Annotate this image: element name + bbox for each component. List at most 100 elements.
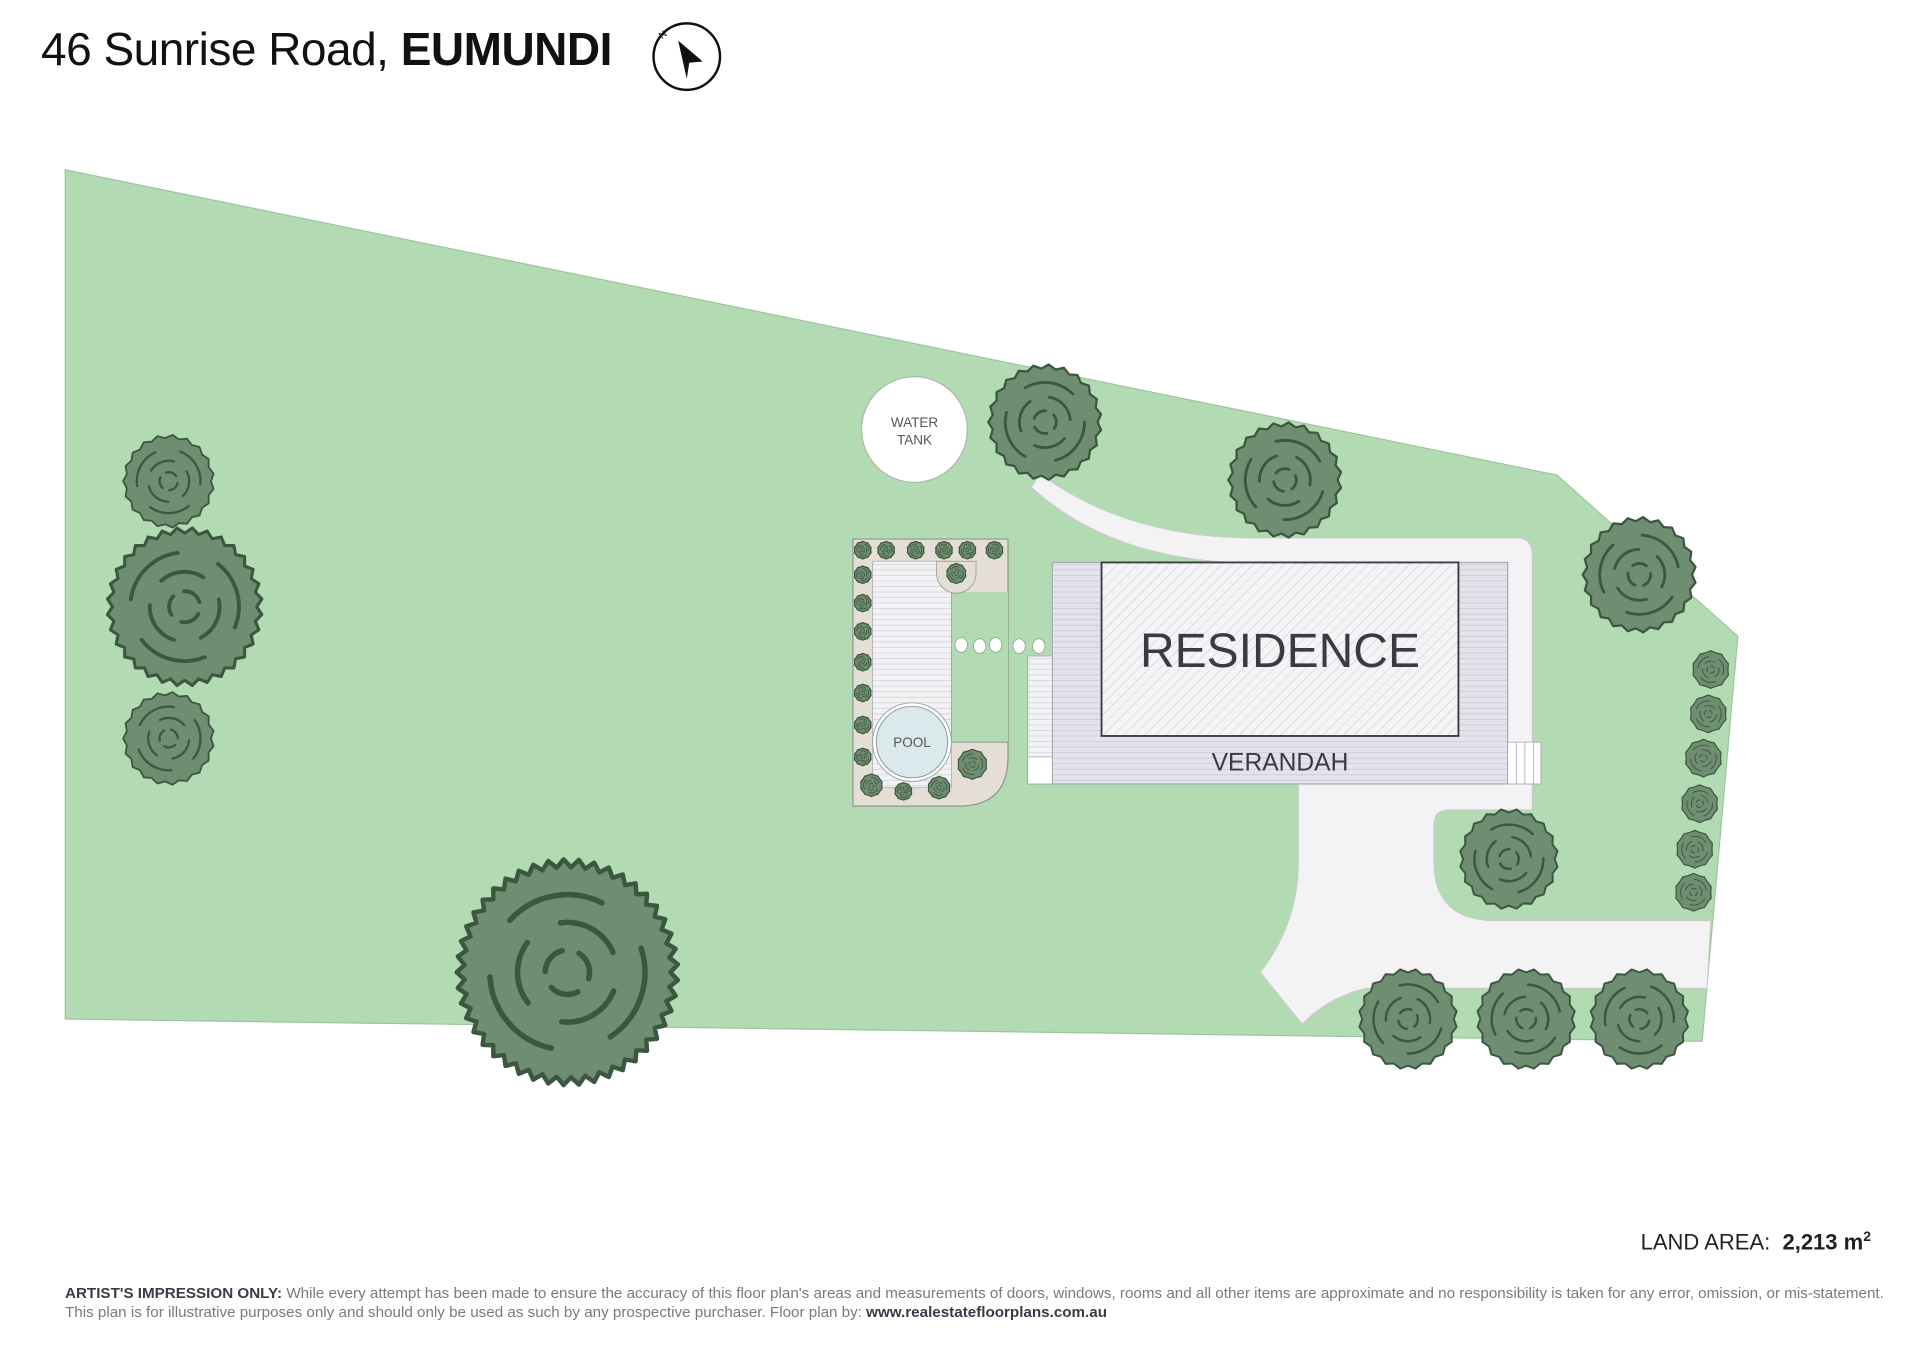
tree-detail — [992, 550, 995, 553]
shrub-icon — [853, 540, 872, 560]
tree-detail — [950, 566, 960, 570]
tree-detail — [1485, 840, 1497, 869]
tree-detail — [939, 547, 942, 554]
shrub-icon — [985, 540, 1004, 560]
shrub-icon — [1685, 738, 1722, 778]
tree-detail — [179, 612, 201, 625]
tree-detail — [860, 722, 864, 725]
tree-detail — [558, 988, 617, 1025]
website-link[interactable]: www.realestatefloorplans.com.au — [866, 1304, 1107, 1321]
tree-detail — [933, 787, 939, 793]
tree-detail — [970, 765, 975, 768]
tree-detail — [1701, 749, 1712, 756]
tree-detail — [1691, 845, 1697, 848]
north-compass: N — [652, 22, 722, 92]
tree-detail — [896, 785, 901, 794]
tree-detail — [1681, 842, 1687, 859]
tree-detail — [856, 693, 863, 700]
tree-detail — [1258, 454, 1279, 483]
tree-detail — [867, 657, 870, 667]
tree-detail — [1598, 543, 1615, 594]
tree-detail — [1498, 847, 1511, 858]
tree-detail — [1689, 898, 1705, 906]
tree-detail — [1649, 985, 1676, 1023]
tree-detail — [862, 660, 865, 663]
tree-detail — [138, 705, 176, 727]
tree-detail — [860, 756, 864, 760]
tree-detail — [865, 690, 870, 699]
tree-detail — [856, 544, 861, 552]
tree-detail — [916, 549, 920, 555]
tree-detail — [167, 594, 176, 617]
tree-detail — [171, 739, 191, 760]
tree-detail — [1274, 438, 1322, 463]
tree-detail — [859, 554, 868, 557]
tree-detail — [1406, 1027, 1443, 1055]
tree-detail — [860, 754, 864, 757]
tree-detail — [1398, 983, 1440, 1004]
stepping-stones — [954, 637, 1046, 654]
tree-detail — [871, 784, 875, 788]
shrub-icon — [1690, 694, 1727, 734]
tree-detail — [864, 724, 870, 732]
tree-detail — [1692, 790, 1709, 795]
tree-detail — [216, 562, 241, 630]
shrub-icon — [853, 593, 872, 613]
shrub-icon — [935, 540, 953, 560]
tree-detail — [858, 570, 863, 575]
tree-detail — [147, 603, 176, 642]
tree-detail — [1694, 891, 1698, 897]
tree-detail — [1054, 420, 1086, 462]
tree-detail — [914, 550, 918, 553]
shrub-icon — [927, 775, 951, 800]
tree-detail — [885, 550, 889, 553]
tree-detail — [899, 792, 905, 796]
tree-icon — [1358, 968, 1458, 1070]
tree-detail — [967, 545, 972, 550]
land-area-value: 2,213 m — [1782, 1229, 1864, 1255]
tree-detail — [181, 470, 191, 497]
tree-detail — [930, 779, 938, 788]
tree-detail — [1384, 996, 1402, 1022]
tree-detail — [963, 543, 972, 547]
tree-detail — [1266, 497, 1301, 507]
tree-detail — [1699, 754, 1703, 759]
tree-detail — [1272, 480, 1285, 493]
tree-detail — [935, 782, 942, 785]
tree-detail — [864, 571, 868, 577]
tree-detail — [1699, 710, 1705, 722]
tree-detail — [858, 690, 861, 696]
tree-detail — [1686, 840, 1693, 851]
tree-detail — [909, 543, 917, 549]
shrub-icon — [1676, 829, 1713, 869]
tree-detail — [1023, 381, 1075, 396]
tree-detail — [487, 974, 555, 1051]
tree-detail — [1473, 849, 1494, 891]
tree-detail — [992, 543, 1001, 548]
shrub-icon — [906, 540, 925, 560]
tree-detail — [548, 984, 581, 998]
tree-detail — [863, 690, 865, 694]
tree-detail — [128, 551, 180, 602]
tree-icon — [987, 363, 1103, 481]
tree-detail — [858, 598, 865, 602]
tree-detail — [992, 547, 996, 550]
tree-detail — [1704, 660, 1716, 664]
tree-detail — [1639, 1019, 1651, 1031]
tree-detail — [1033, 425, 1049, 435]
tree-detail — [1640, 533, 1680, 569]
tree-detail — [859, 576, 865, 580]
residence-building — [1100, 561, 1460, 737]
tree-detail — [860, 657, 867, 660]
tree-detail — [915, 548, 918, 551]
tree-detail — [862, 693, 867, 698]
shrub-icon — [957, 748, 987, 780]
tree-detail — [1695, 718, 1711, 728]
tree-detail — [1515, 851, 1520, 866]
tree-detail — [159, 569, 206, 583]
tree-detail — [1616, 586, 1648, 602]
tree-detail — [911, 548, 915, 554]
tree-detail — [1686, 896, 1697, 902]
tree-detail — [1634, 1008, 1649, 1015]
tree-detail — [1506, 1029, 1534, 1043]
